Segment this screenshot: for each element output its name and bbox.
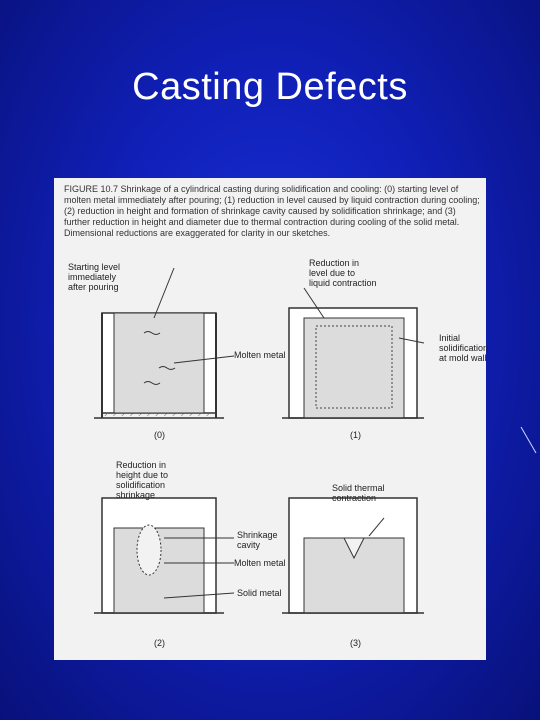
label-molten-metal-2: Molten metal [234, 558, 286, 568]
subfigure-label-0: (0) [154, 430, 165, 440]
label-starting-level: Starting level immediately after pouring [68, 262, 121, 292]
label-initial-solidification: Initial solidification at mold wall [439, 333, 489, 363]
panel-3-mold [282, 497, 424, 614]
textbook-figure: FIGURE 10.7 Shrinkage of a cylindrical c… [54, 178, 489, 660]
decorative-line [520, 426, 537, 454]
label-solid-metal: Solid metal [237, 588, 282, 598]
label-reduction-solidification: Reduction in height due to solidificatio… [116, 460, 169, 500]
subfigure-label-1: (1) [350, 430, 361, 440]
subfigure-label-2: (2) [154, 638, 165, 648]
panel-1-mold [282, 307, 424, 419]
label-molten-metal-0: Molten metal [234, 350, 286, 360]
figure-caption: FIGURE 10.7 Shrinkage of a cylindrical c… [64, 184, 480, 238]
shrinkage-diagram [94, 267, 425, 614]
panel-2-mold [94, 497, 224, 614]
slide-title: Casting Defects [132, 66, 408, 108]
subfigure-label-3: (3) [350, 638, 361, 648]
label-solid-thermal: Solid thermal contraction [332, 483, 385, 503]
panel-0-mold [94, 312, 224, 419]
label-reduction-liquid: Reduction in level due to liquid contrac… [309, 258, 377, 288]
label-shrinkage-cavity: Shrinkage cavity [237, 530, 278, 550]
